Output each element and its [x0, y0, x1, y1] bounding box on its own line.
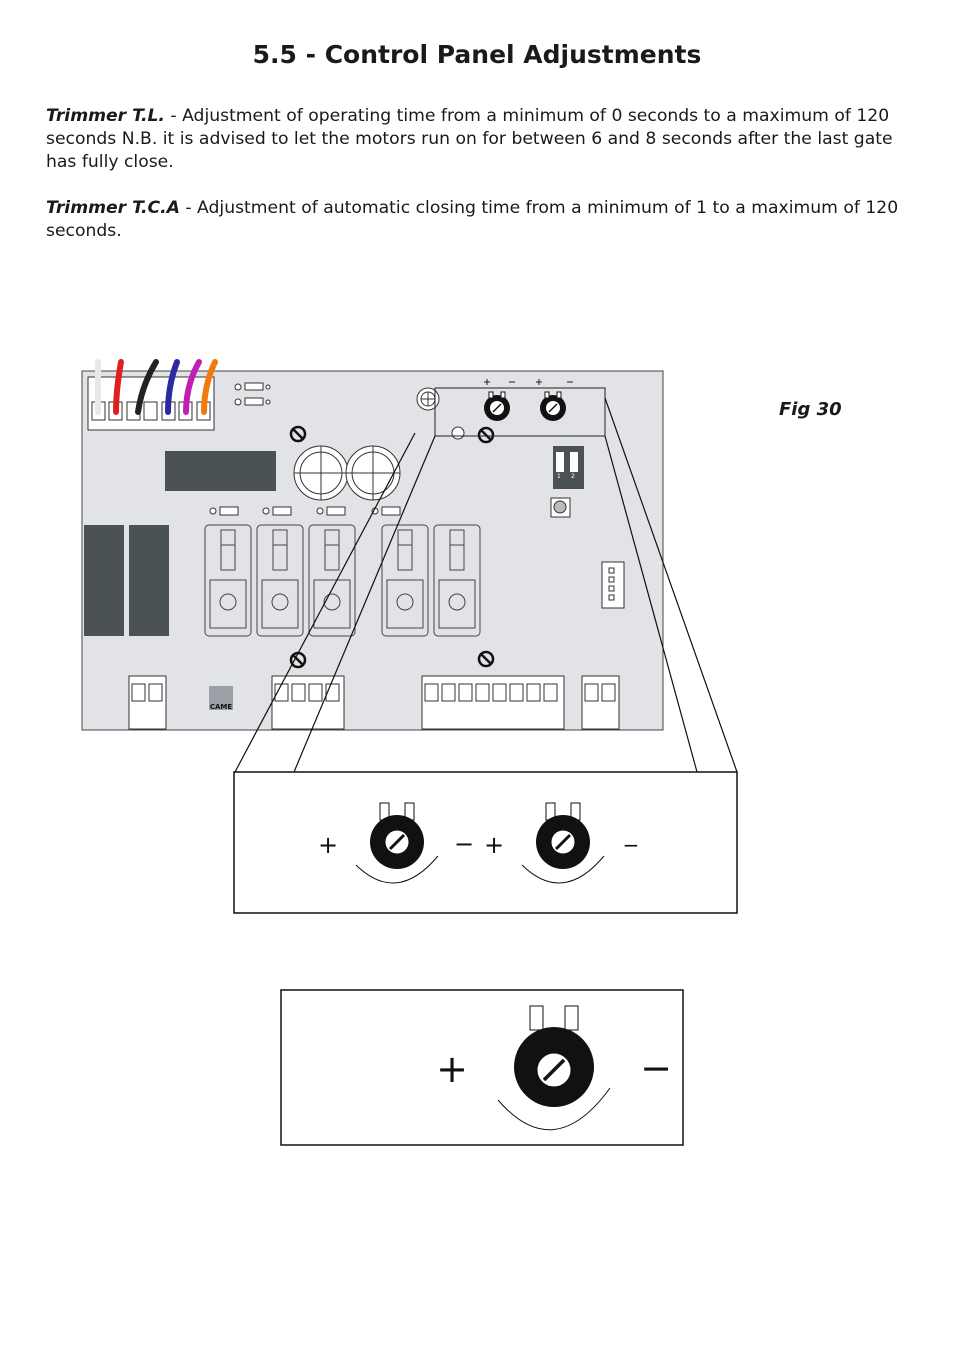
dip-label-2: 2 [571, 473, 575, 480]
mounting-screws [289, 425, 495, 669]
relay-left-2 [129, 525, 169, 636]
trimmer-tl-detail [355, 802, 439, 884]
paragraph-trimmer-tca: Trimmer T.C.A - Adjustment of automatic … [46, 197, 916, 243]
control-board [81, 370, 664, 731]
relay-modules [204, 524, 481, 637]
plus-label-2: + [484, 831, 504, 859]
term-trimmer-tca: Trimmer T.C.A [46, 198, 180, 218]
page-title: 5.5 - Control Panel Adjustments [252, 40, 702, 69]
dip-switch: 1 2 [553, 446, 584, 489]
board-trimmers [484, 379, 573, 421]
wire-orange [201, 359, 218, 415]
desc-trimmer-tl: - Adjustment of operating time from a mi… [46, 106, 893, 172]
wire-magenta [183, 359, 202, 415]
single-trimmer-detail [497, 1005, 611, 1131]
wire-blue [165, 359, 180, 415]
plus-label-1: + [318, 831, 338, 859]
paragraph-trimmer-tl: Trimmer T.L. - Adjustment of operating t… [46, 105, 916, 174]
relay-left-1 [84, 525, 124, 636]
wire-red [113, 359, 124, 415]
wire-black [135, 359, 159, 415]
display-module [165, 451, 276, 491]
minus-label-1: − [454, 830, 474, 858]
term-trimmer-tl: Trimmer T.L. [46, 106, 165, 126]
dip-label-1: 1 [557, 473, 561, 480]
fuses-top [234, 382, 271, 406]
push-button [550, 497, 571, 518]
single-trimmer-box [280, 989, 684, 1146]
side-connector [601, 561, 625, 609]
zoom-lines [234, 397, 738, 773]
figure-label: Fig 30 [779, 399, 842, 420]
came-logo-text: CAME [210, 703, 233, 711]
desc-trimmer-tca: - Adjustment of automatic closing time f… [46, 198, 899, 241]
trimmer-tca-detail [521, 802, 605, 884]
minus-label-3: − [640, 1046, 672, 1090]
plus-label-3: + [436, 1047, 468, 1091]
trimmer-detail-box [233, 771, 738, 914]
wires [95, 359, 218, 415]
top-terminal-block [87, 376, 215, 431]
came-logo: CAME [209, 686, 233, 711]
minus-label-2: − [623, 833, 640, 857]
fuses-middle [209, 506, 401, 516]
bottom-terminal-blocks [128, 675, 620, 730]
trimmer-area-highlight [434, 387, 606, 437]
